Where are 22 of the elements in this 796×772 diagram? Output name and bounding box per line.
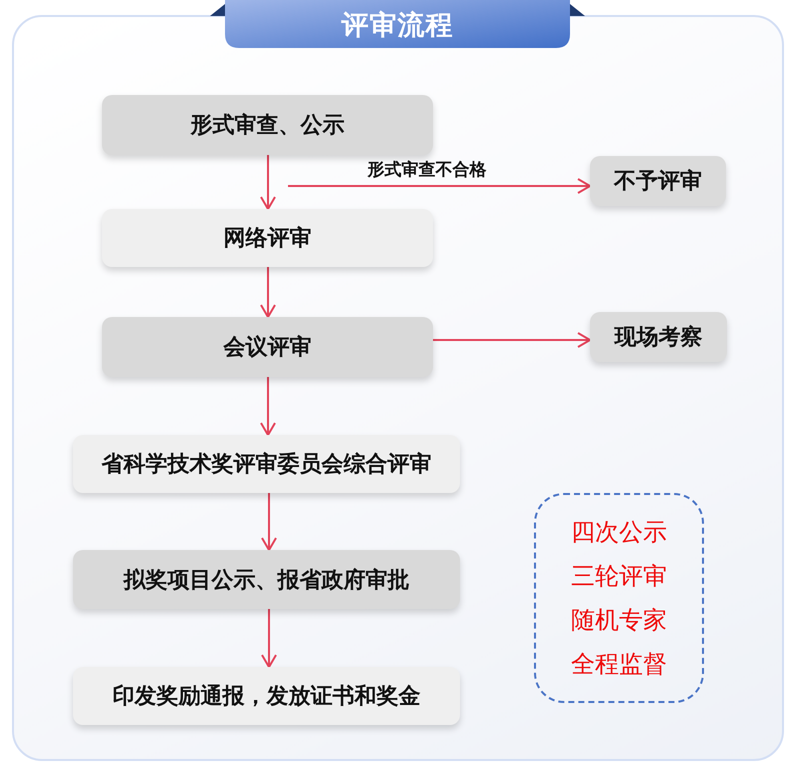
edge-label: 形式审查不合格 [368, 160, 486, 180]
note-box [534, 493, 704, 703]
arrow [260, 267, 276, 318]
title-banner: 评审流程 [210, 0, 585, 50]
process-box: 拟奖项目公示、报省政府审批 [73, 550, 460, 609]
arrow [260, 155, 276, 210]
arrow [261, 493, 277, 551]
process-box: 网络评审 [102, 209, 433, 267]
note-text: 随机专家 [571, 606, 667, 634]
process-box: 不予评审 [590, 156, 726, 206]
note-text: 三轮评审 [571, 562, 667, 590]
process-box: 省科学技术奖评审委员会综合评审 [73, 435, 460, 493]
process-box: 现场考察 [590, 312, 727, 362]
arrow [433, 332, 591, 348]
arrow [260, 377, 276, 436]
process-box: 会议评审 [102, 317, 433, 377]
note-text: 四次公示 [571, 518, 667, 546]
note-text: 全程监督 [571, 650, 667, 678]
arrow [288, 178, 591, 194]
process-box: 印发奖励通报，发放证书和奖金 [73, 667, 460, 725]
arrow [261, 609, 277, 668]
process-box: 形式审查、公示 [102, 95, 433, 155]
